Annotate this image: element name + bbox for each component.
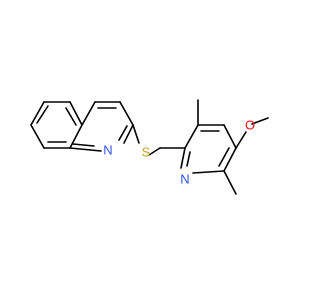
quinoline-nitrogen-label: N <box>103 142 112 157</box>
bond <box>30 124 45 149</box>
bond <box>180 147 186 169</box>
pyridine-nitrogen-label: N <box>180 171 189 186</box>
bond <box>65 107 77 126</box>
bond <box>251 117 269 125</box>
molecule-canvas: N S N O <box>30 99 269 195</box>
sulfur-label: S <box>142 144 151 159</box>
bond <box>81 101 96 126</box>
bond <box>186 151 191 167</box>
bond <box>69 101 83 126</box>
bond <box>184 124 199 149</box>
bond <box>36 105 49 124</box>
bond <box>30 101 45 126</box>
bond <box>119 101 134 126</box>
oxygen-label: O <box>245 117 255 132</box>
bond <box>192 170 225 174</box>
bond <box>223 147 237 172</box>
bond <box>69 147 102 152</box>
bond <box>123 124 134 144</box>
bond <box>118 125 128 141</box>
bond <box>235 131 247 149</box>
atom-labels: N S N O <box>103 117 255 186</box>
bond <box>132 124 140 144</box>
structure-diagram: N S N O <box>30 99 269 195</box>
bond <box>223 124 237 149</box>
bond <box>69 124 83 149</box>
bond <box>218 147 230 167</box>
bond <box>148 147 161 156</box>
bond <box>72 143 95 147</box>
bonds <box>30 99 269 195</box>
bond <box>223 170 237 195</box>
